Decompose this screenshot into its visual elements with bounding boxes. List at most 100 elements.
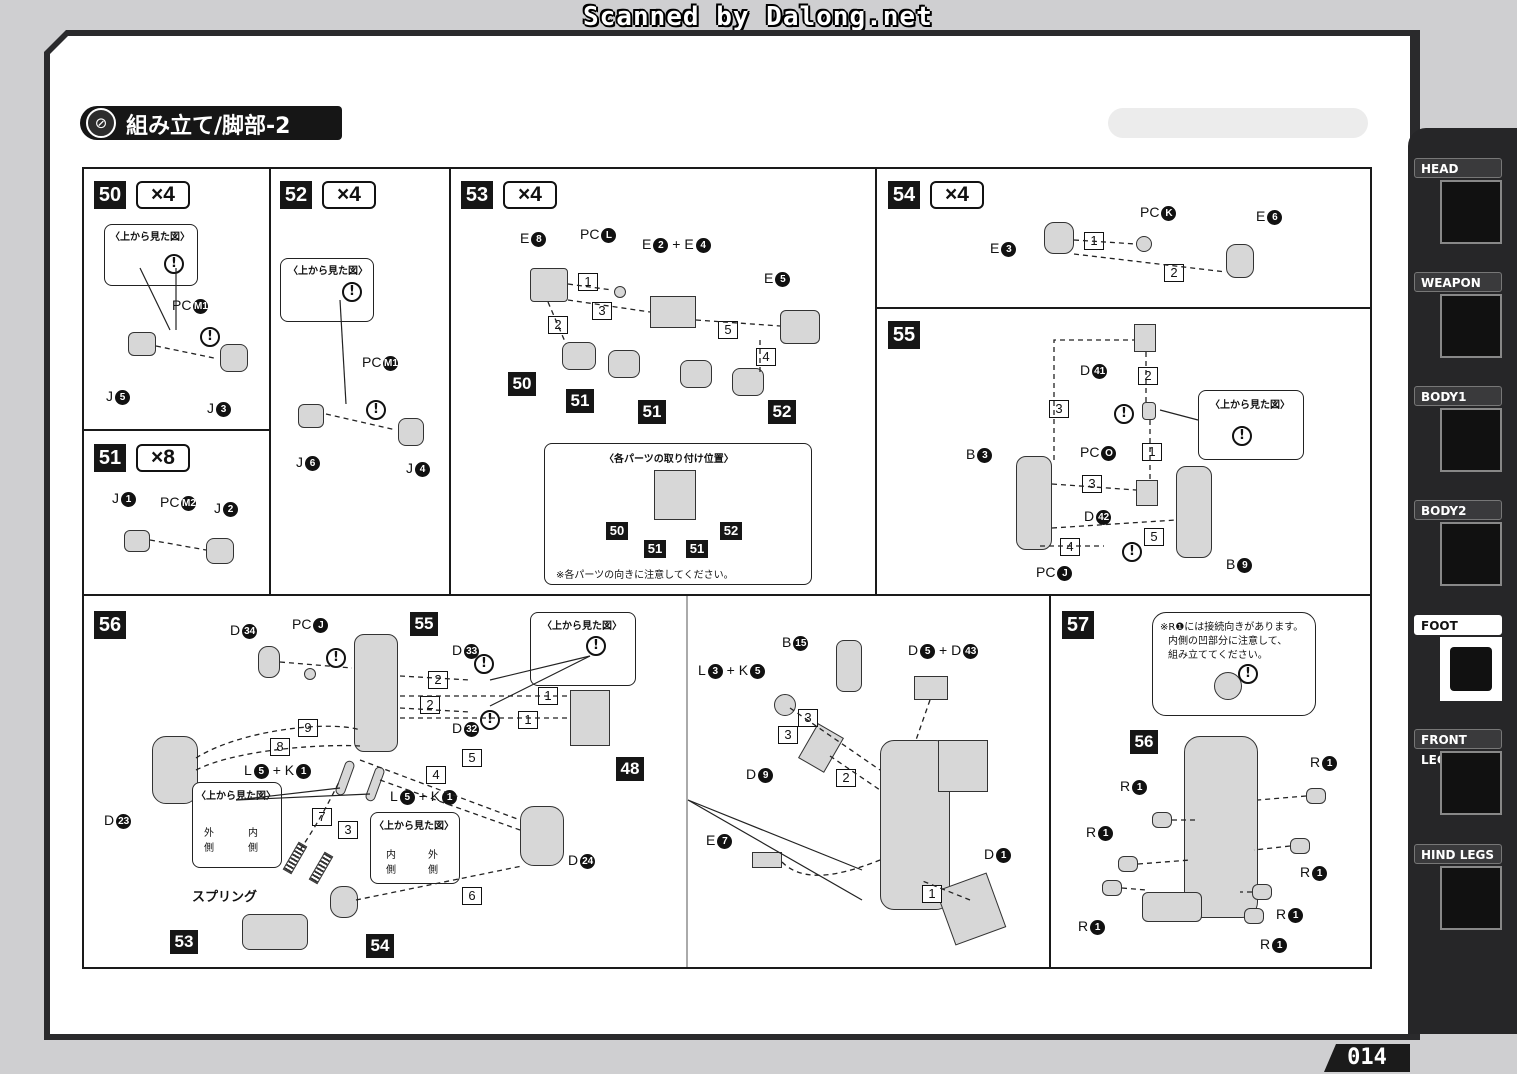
part-d5-d43 [914, 676, 948, 700]
caution-icon: ! [326, 648, 346, 668]
spring-label: スプリング [192, 889, 258, 904]
foot-icon [1440, 637, 1502, 701]
roller [1290, 838, 1310, 854]
quantity-badge: ×8 [136, 444, 190, 472]
tab-foot[interactable]: FOOT [1414, 615, 1506, 705]
scanner-watermark: Scanned by Dalong.net [583, 2, 933, 32]
caution-icon: ! [1114, 404, 1134, 424]
step-ref: 51 [686, 540, 708, 558]
step-ref: 54 [366, 934, 394, 958]
step-order: 2 [428, 671, 448, 689]
part-j3 [220, 344, 248, 372]
part-r1-detail [1214, 672, 1242, 700]
step-number: 51 [94, 444, 126, 472]
quantity-badge: ×4 [503, 181, 557, 209]
step-ref: 55 [410, 612, 438, 636]
front-leg-icon [1440, 751, 1502, 815]
step-number: 53 [461, 181, 493, 209]
tab-body1[interactable]: BODY1 [1414, 386, 1506, 476]
faded-back-title [1108, 108, 1368, 138]
part-54-joint [330, 886, 358, 918]
step-ref: 51 [638, 400, 666, 424]
caution-icon: ! [1232, 426, 1252, 446]
part-d24 [520, 806, 564, 866]
body-icon [1440, 408, 1502, 472]
roller [1252, 884, 1272, 900]
note-line: 内側の凹部分に注意して、 [1168, 636, 1288, 647]
hind-leg-icon [1440, 866, 1502, 930]
step-ref: 51 [566, 389, 594, 413]
step-order: 2 [1138, 367, 1158, 385]
tab-weapon[interactable]: WEAPON [1414, 272, 1506, 362]
step-order: 3 [798, 709, 818, 727]
tab-body2[interactable]: BODY2 [1414, 500, 1506, 590]
roller [1152, 812, 1172, 828]
part-j6 [298, 404, 324, 428]
step-ref: 56 [1130, 730, 1158, 754]
tab-label: HEAD [1414, 158, 1502, 178]
tab-label: FOOT [1414, 615, 1502, 635]
step-order: 1 [1142, 443, 1162, 461]
step-ref: 50 [606, 522, 628, 540]
top-view-label: 〈上から見た図〉 [196, 791, 276, 802]
part-e3 [1044, 222, 1074, 254]
caution-icon: ! [164, 254, 184, 274]
part-51 [608, 350, 640, 378]
tab-hind-legs[interactable]: HIND LEGS [1414, 844, 1506, 934]
roller [1118, 856, 1138, 872]
part-e8 [530, 268, 568, 302]
page-title: 組み立て/脚部-2 [126, 114, 291, 139]
step-order: 1 [578, 273, 598, 291]
step-order: 8 [270, 738, 290, 756]
part-l3-k5 [774, 694, 796, 716]
step-ref: 48 [616, 757, 644, 781]
part-e7 [752, 852, 782, 868]
top-view-note [530, 612, 636, 686]
caution-icon: ! [200, 327, 220, 347]
part-b15 [836, 640, 862, 692]
tab-head[interactable]: HEAD [1414, 158, 1506, 248]
step-number: 54 [888, 181, 920, 209]
head-icon [1440, 180, 1502, 244]
step-order: 3 [338, 821, 358, 839]
top-view-label: 〈上から見た図〉 [374, 821, 454, 832]
assembled-claw [654, 470, 696, 520]
step-order: 2 [548, 316, 568, 334]
step-order: 3 [592, 302, 612, 320]
top-view-label: 〈上から見た図〉 [542, 621, 622, 632]
step-ref: 53 [170, 930, 198, 954]
step-number: 56 [94, 611, 126, 639]
roller [1306, 788, 1326, 804]
top-view-note [370, 812, 460, 884]
part-55-assembly [354, 634, 398, 752]
tab-label: HIND LEGS [1414, 844, 1502, 864]
roller [1244, 908, 1264, 924]
top-view-label: 〈上から見た図〉 [288, 266, 368, 277]
caution-icon: ! [1122, 542, 1142, 562]
step-ref: 52 [720, 522, 742, 540]
body-icon [1440, 522, 1502, 586]
step-ref: 51 [644, 540, 666, 558]
top-view-note [1198, 390, 1304, 460]
step-order: 3 [778, 726, 798, 744]
tab-front-legs[interactable]: FRONT LEGS [1414, 729, 1506, 819]
